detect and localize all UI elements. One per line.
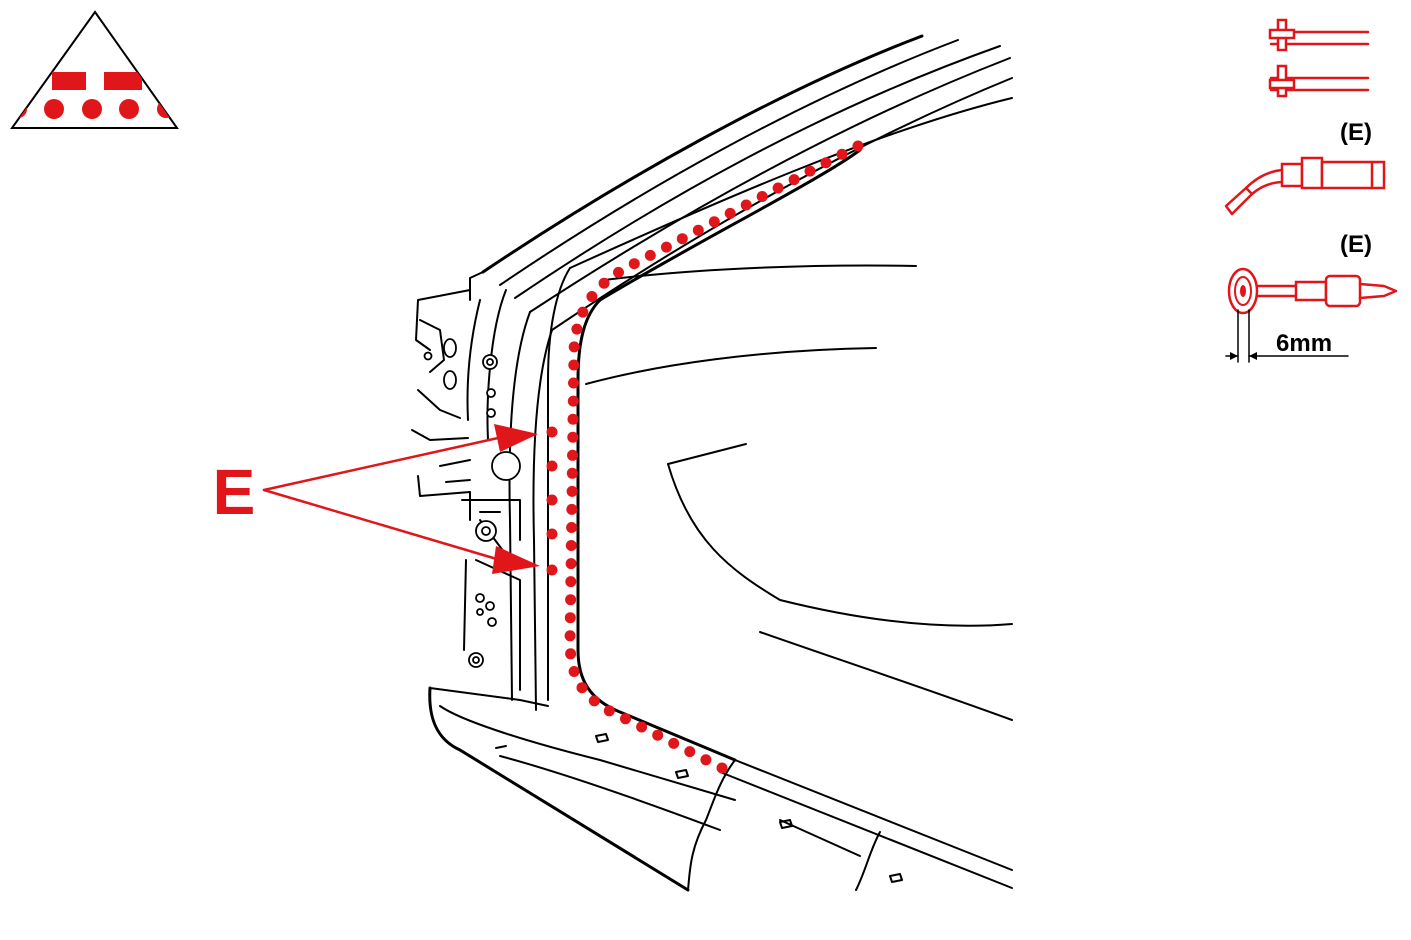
weld-symbol-triangle-icon (10, 10, 179, 129)
weld-dot (567, 431, 579, 443)
weld-dot (684, 746, 696, 758)
a-pillar-body-drawing (411, 34, 1013, 892)
weld-dot (692, 224, 704, 236)
weld-dot (546, 564, 558, 576)
weld-dot (567, 395, 579, 407)
weld-dot (598, 277, 610, 289)
spacing-label: 6mm (1276, 330, 1332, 357)
weld-dot (546, 426, 558, 438)
welder-label: (E) (1340, 119, 1372, 146)
weld-dot (652, 729, 664, 741)
weld-dot (565, 648, 577, 660)
weld-dot (804, 165, 816, 177)
weld-dot (740, 199, 752, 211)
weld-dot (568, 377, 579, 389)
weld-dot (546, 494, 558, 506)
weld-dot (568, 359, 580, 371)
weld-dot (568, 666, 580, 677)
spot-weld-drill-icon (1225, 267, 1398, 363)
callout-arrow-lower (262, 488, 502, 562)
weld-dot (565, 540, 577, 551)
weld-dot (577, 306, 589, 318)
weld-dot (820, 157, 832, 169)
weld-dot (566, 485, 578, 497)
weld-dot (567, 413, 579, 425)
weld-dot (586, 291, 598, 302)
weld-dot (566, 503, 578, 515)
weld-dot (724, 207, 736, 219)
weld-dot (668, 737, 680, 749)
weld-dot (565, 594, 577, 606)
weld-dot (772, 182, 784, 194)
weld-dot (566, 467, 578, 479)
weld-dot (571, 323, 583, 335)
mig-welder-torch-icon (1224, 156, 1386, 216)
weld-dot (852, 140, 864, 152)
weld-dot (564, 630, 576, 642)
weld-dot (613, 266, 624, 278)
weld-dot (546, 460, 558, 472)
callout-letter-e: E (213, 456, 256, 528)
weld-dot (700, 754, 712, 766)
weld-dot (676, 233, 688, 245)
weld-dot (588, 695, 600, 707)
weld-dot (660, 241, 672, 253)
spot-tool-label: (E) (1340, 231, 1372, 258)
arrowhead-upper (494, 424, 538, 452)
weld-dot (756, 191, 768, 202)
weld-seam-dots (546, 140, 864, 774)
callout-arrow-upper (262, 436, 500, 492)
weld-dot (568, 341, 580, 353)
weld-dot (564, 612, 576, 624)
weld-callout: E (213, 424, 540, 574)
panel-clamp-icon (1268, 18, 1370, 98)
weld-dot (636, 721, 648, 733)
weld-dot (565, 558, 577, 570)
weld-dot (565, 576, 577, 588)
weld-dot (603, 705, 615, 717)
weld-dot (576, 682, 588, 694)
weld-dot (567, 449, 578, 461)
weld-dot (620, 713, 631, 725)
weld-dot (836, 148, 848, 160)
weld-dot (566, 522, 578, 533)
weld-dot (546, 528, 558, 540)
weld-dot (716, 762, 728, 774)
weld-dot (708, 216, 720, 228)
weld-dot (628, 258, 640, 270)
weld-dot (788, 174, 800, 186)
arrowhead-lower (492, 546, 540, 574)
weld-dot (644, 249, 656, 261)
